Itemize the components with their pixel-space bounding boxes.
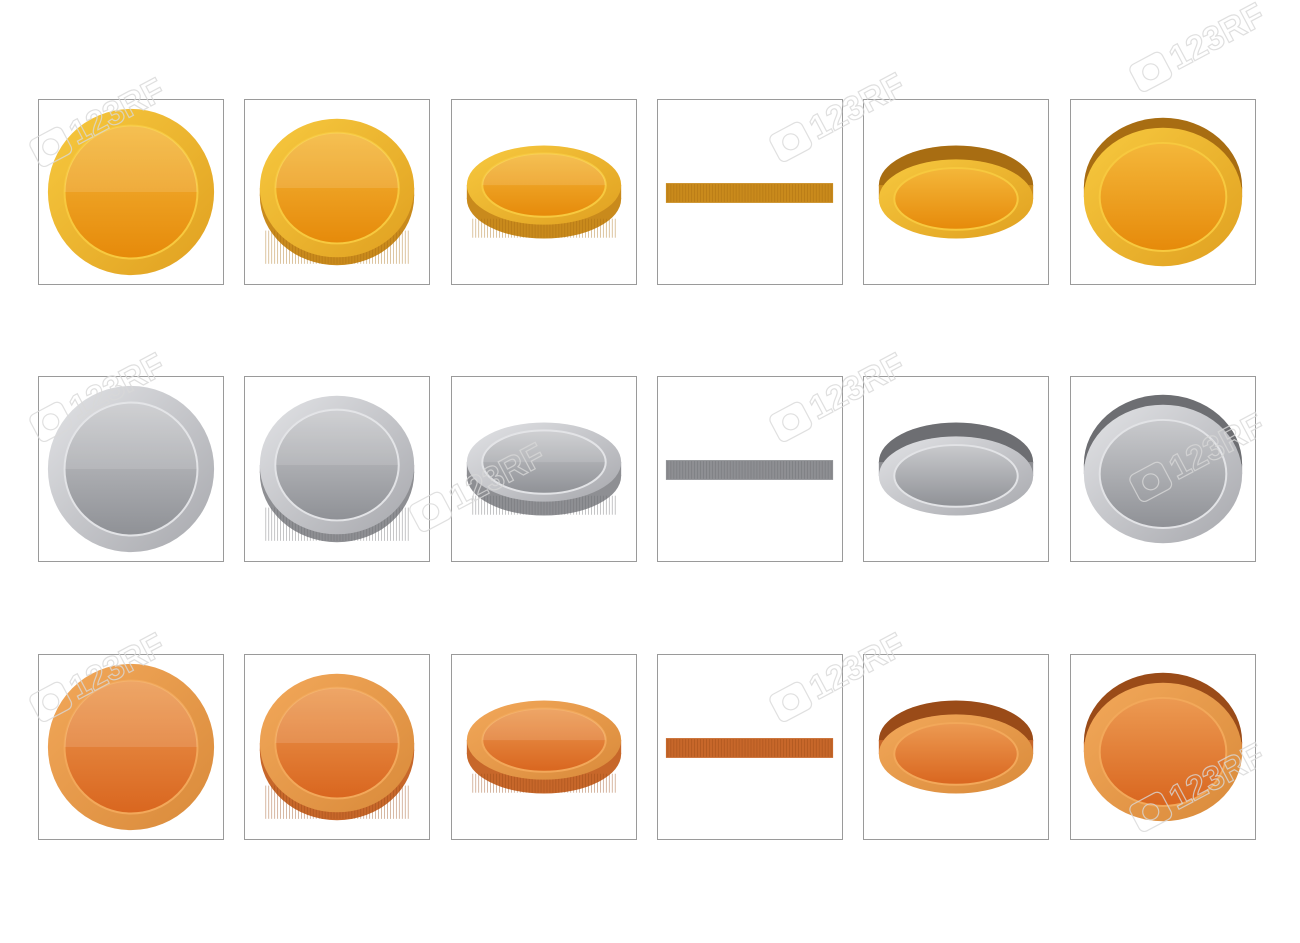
coin-tilt-strong (466, 700, 622, 794)
bronze-coin-back-tilt-strong-cell (863, 654, 1049, 840)
coin-tilt-strong (466, 422, 622, 516)
gold-coin-tilt-strong (466, 145, 622, 239)
bronze-coin-front-cell (38, 654, 224, 840)
coin-back-tilt-strong (878, 700, 1034, 794)
gold-coin-back-tilt-slight-cell (1070, 99, 1256, 285)
coin-back-tilt-strong (878, 422, 1034, 516)
coin-front (47, 663, 215, 831)
silver-coin-edge-on-cell (657, 376, 843, 562)
silver-coin-back-tilt-strong-cell (863, 376, 1049, 562)
coin-tilt-slight (259, 118, 415, 266)
silver-coin-back-tilt-slight (1083, 394, 1243, 544)
svg-text:123RF: 123RF (1163, 0, 1271, 77)
coin-back-tilt-strong (878, 145, 1034, 239)
silver-coin-front (47, 385, 215, 553)
silver-coin-tilt-slight (259, 395, 415, 543)
bronze-coin-edge-on (665, 738, 834, 758)
gold-coin-front-cell (38, 99, 224, 285)
coin-tilt-slight (259, 395, 415, 543)
watermark-stamp: 123RF (1129, 0, 1272, 93)
bronze-coin-edge-on-cell (657, 654, 843, 840)
coin-back-tilt-slight (1083, 672, 1243, 822)
bronze-coin-back-tilt-slight-cell (1070, 654, 1256, 840)
bronze-coin-front (47, 663, 215, 831)
gold-coin-back-tilt-slight (1083, 117, 1243, 267)
gold-coin-back-tilt-strong-cell (863, 99, 1049, 285)
coin-tilt-strong (466, 145, 622, 239)
silver-coin-tilt-strong (466, 422, 622, 516)
silver-coin-front-cell (38, 376, 224, 562)
silver-coin-edge-on (665, 460, 834, 480)
bronze-coin-back-tilt-strong (878, 700, 1034, 794)
coin-back-tilt-slight (1083, 394, 1243, 544)
coin-edge-on (665, 738, 834, 758)
gold-coin-edge-on (665, 183, 834, 203)
bronze-coin-tilt-strong-cell (451, 654, 637, 840)
gold-coin-tilt-slight-cell (244, 99, 430, 285)
coin-edge-on (665, 183, 834, 203)
silver-coin-tilt-slight-cell (244, 376, 430, 562)
gold-coin-front (47, 108, 215, 276)
gold-coin-tilt-slight (259, 118, 415, 266)
coin-edge-on (665, 460, 834, 480)
silver-coin-tilt-strong-cell (451, 376, 637, 562)
coin-tilt-slight (259, 673, 415, 821)
gold-coin-back-tilt-strong (878, 145, 1034, 239)
coin-front (47, 108, 215, 276)
coin-back-tilt-slight (1083, 117, 1243, 267)
bronze-coin-tilt-slight (259, 673, 415, 821)
gold-coin-edge-on-cell (657, 99, 843, 285)
silver-coin-back-tilt-strong (878, 422, 1034, 516)
silver-coin-back-tilt-slight-cell (1070, 376, 1256, 562)
bronze-coin-back-tilt-slight (1083, 672, 1243, 822)
gold-coin-tilt-strong-cell (451, 99, 637, 285)
bronze-coin-tilt-strong (466, 700, 622, 794)
bronze-coin-tilt-slight-cell (244, 654, 430, 840)
coin-front (47, 385, 215, 553)
